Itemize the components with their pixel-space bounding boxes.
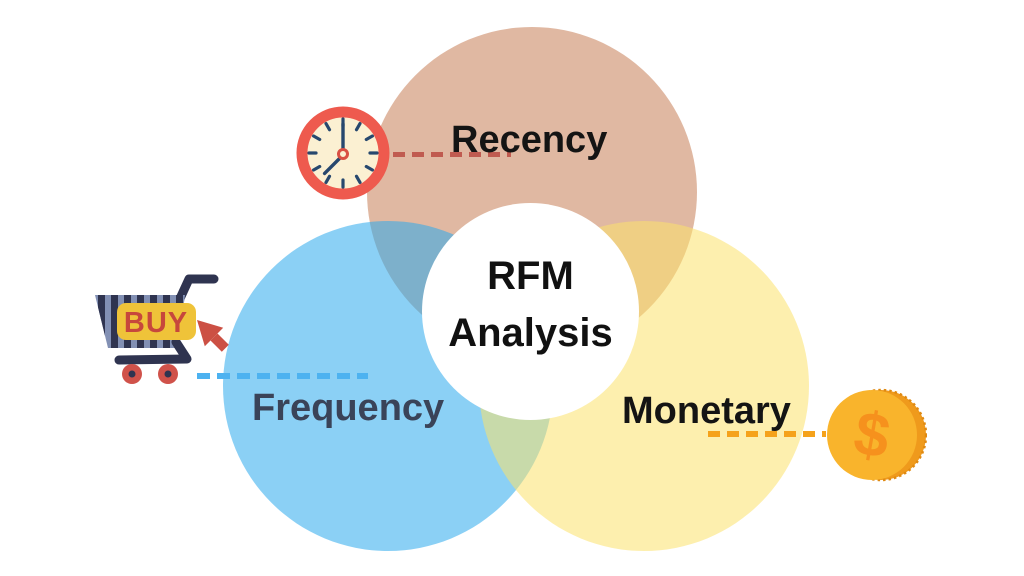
cart-base <box>114 337 192 365</box>
center-circle: RFM Analysis <box>422 203 639 420</box>
cart-wheel-left-hub <box>128 370 136 378</box>
dollar-coin-icon: $ <box>827 388 927 482</box>
clock-center-dot <box>337 148 349 160</box>
label-frequency: Frequency <box>252 387 445 429</box>
cart-buy-tag <box>117 303 196 340</box>
center-title-line2: Analysis <box>448 310 613 355</box>
monetary-connector-line <box>708 431 826 437</box>
clock-icon <box>296 106 390 200</box>
cursor-icon <box>197 320 229 352</box>
center-title-line1: RFM <box>487 253 574 298</box>
cart-buy-tag-text: BUY <box>124 307 188 339</box>
frequency-connector-line <box>197 373 368 379</box>
recency-connector-line <box>393 152 511 157</box>
label-recency: Recency <box>451 119 608 161</box>
shopping-cart-icon: BUY <box>95 274 229 384</box>
coin-face <box>827 390 917 480</box>
cart-wheel-right-hub <box>164 370 172 378</box>
label-monetary: Monetary <box>622 390 791 432</box>
